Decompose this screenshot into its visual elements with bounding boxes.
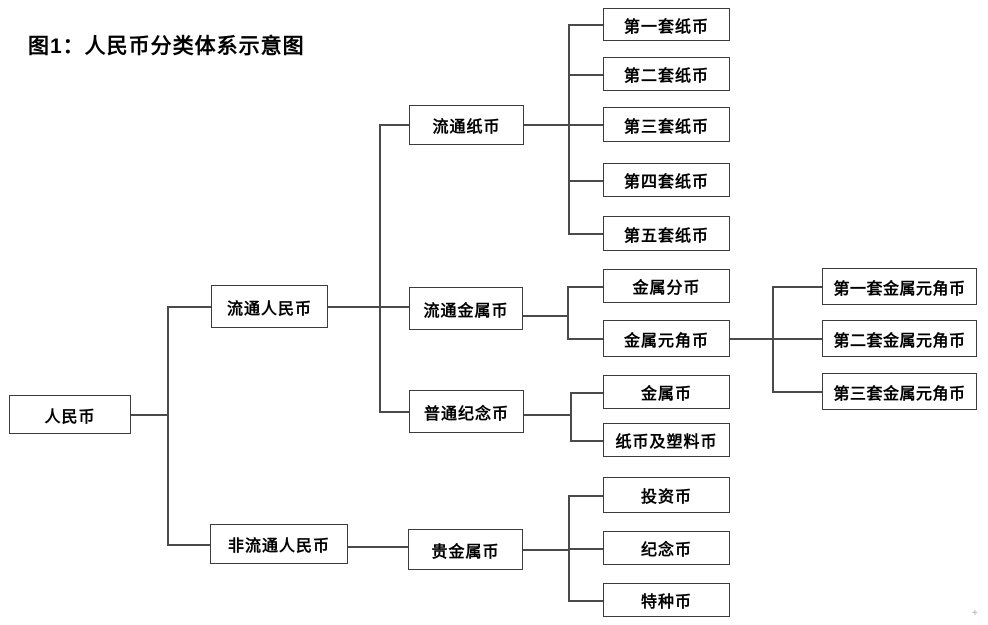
connector-ordinary-trunk	[570, 392, 572, 440]
connector-to-comm-metal	[570, 392, 603, 394]
connector-yuanjiao-stub	[730, 338, 772, 340]
node-circulating-paper: 流通纸币	[409, 105, 524, 145]
node-precious-metal: 贵金属币	[408, 529, 523, 570]
connector-ordinary-stub	[524, 414, 570, 416]
node-commemorative-metal: 金属币	[603, 375, 730, 409]
connector-root-stub	[131, 414, 168, 416]
connector-to-special-coin	[568, 600, 603, 602]
node-special-coin: 特种币	[603, 583, 730, 617]
corner-artifact-mark: +	[972, 608, 978, 619]
connector-to-paper-set4	[568, 180, 603, 182]
connector-to-comm-paper-plastic	[570, 440, 603, 442]
connector-precious-stub	[523, 549, 568, 551]
node-ordinary-commemorative: 普通纪念币	[409, 390, 524, 433]
connector-to-metal-fen	[567, 286, 603, 288]
connector-to-yuanjiao-set3	[772, 391, 822, 393]
node-circulating-rmb: 流通人民币	[211, 285, 328, 328]
diagram-title: 图1：人民币分类体系示意图	[28, 35, 305, 58]
node-investment-coin: 投资币	[603, 477, 730, 513]
connector-to-circulating	[167, 306, 211, 308]
connector-to-yuanjiao-set2	[772, 338, 822, 340]
connector-to-paper-set1	[568, 24, 603, 26]
connector-to-circ-paper	[379, 124, 409, 126]
connector-circulating-stub	[328, 306, 380, 308]
connector-to-yuanjiao-set1	[772, 286, 822, 288]
node-yuanjiao-set3: 第三套金属元角币	[822, 373, 977, 410]
connector-to-non-circulating	[167, 544, 210, 546]
connector-to-paper-set3	[568, 124, 603, 126]
node-paper-set4: 第四套纸币	[603, 163, 730, 197]
node-yuanjiao-set2: 第二套金属元角币	[822, 320, 977, 357]
connector-to-paper-set5	[568, 233, 603, 235]
node-paper-set5: 第五套纸币	[603, 216, 730, 251]
connector-root-trunk	[167, 306, 169, 545]
connector-paper-trunk	[568, 24, 570, 234]
node-metal-fen: 金属分币	[603, 269, 730, 303]
connector-metal-trunk	[567, 286, 569, 339]
connector-to-metal-yuan-jiao	[567, 338, 603, 340]
connector-to-ordinary-commemorative	[379, 411, 409, 413]
connector-to-commemorative-coin	[568, 548, 603, 550]
node-yuanjiao-set1: 第一套金属元角币	[822, 268, 977, 305]
node-non-circulating-rmb: 非流通人民币	[210, 524, 348, 564]
connector-paper-stub	[524, 124, 568, 126]
node-paper-set3: 第三套纸币	[603, 107, 730, 142]
node-circulating-metal: 流通金属币	[409, 287, 523, 330]
node-paper-set2: 第二套纸币	[603, 57, 730, 91]
connector-to-precious-metal	[348, 546, 408, 548]
connector-circulating-trunk	[379, 124, 381, 412]
node-commemorative-paper-plastic: 纸币及塑料币	[603, 423, 730, 457]
connector-to-circ-metal	[379, 306, 409, 308]
node-renminbi: 人民币	[9, 395, 131, 434]
connector-to-investment-coin	[568, 495, 603, 497]
node-commemorative-coin: 纪念币	[603, 531, 730, 565]
connector-to-paper-set2	[568, 74, 603, 76]
connector-metal-stub	[523, 315, 567, 317]
node-metal-yuan-jiao: 金属元角币	[603, 320, 730, 357]
node-paper-set1: 第一套纸币	[603, 8, 730, 41]
connector-precious-trunk	[568, 495, 570, 600]
